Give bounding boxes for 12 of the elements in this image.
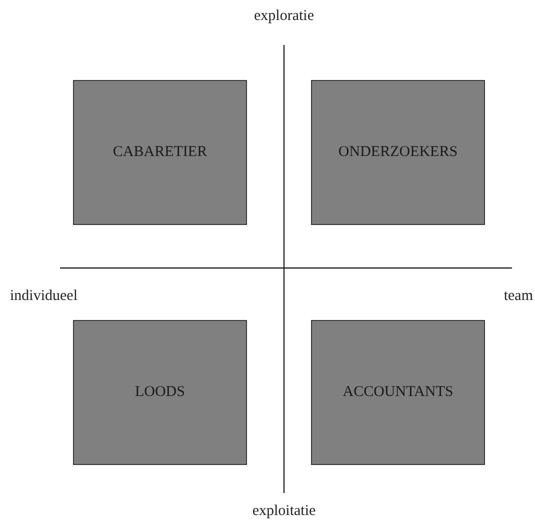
quadrant-box: [311, 320, 485, 465]
quadrant-box: [73, 80, 247, 225]
quadrant-box: [311, 80, 485, 225]
quadrant-label: LOODS: [134, 384, 185, 401]
quadrant-label: ONDERZOEKERS: [338, 144, 458, 161]
axis-label: team: [504, 288, 533, 305]
axis-label: exploratie: [254, 8, 314, 25]
quadrant-label: ACCOUNTANTS: [342, 384, 454, 401]
axis-label: individueel: [10, 288, 78, 305]
quadrant-box: [73, 320, 247, 465]
axis-label: exploitatie: [252, 503, 316, 520]
quadrant-label: CABARETIER: [112, 144, 208, 161]
